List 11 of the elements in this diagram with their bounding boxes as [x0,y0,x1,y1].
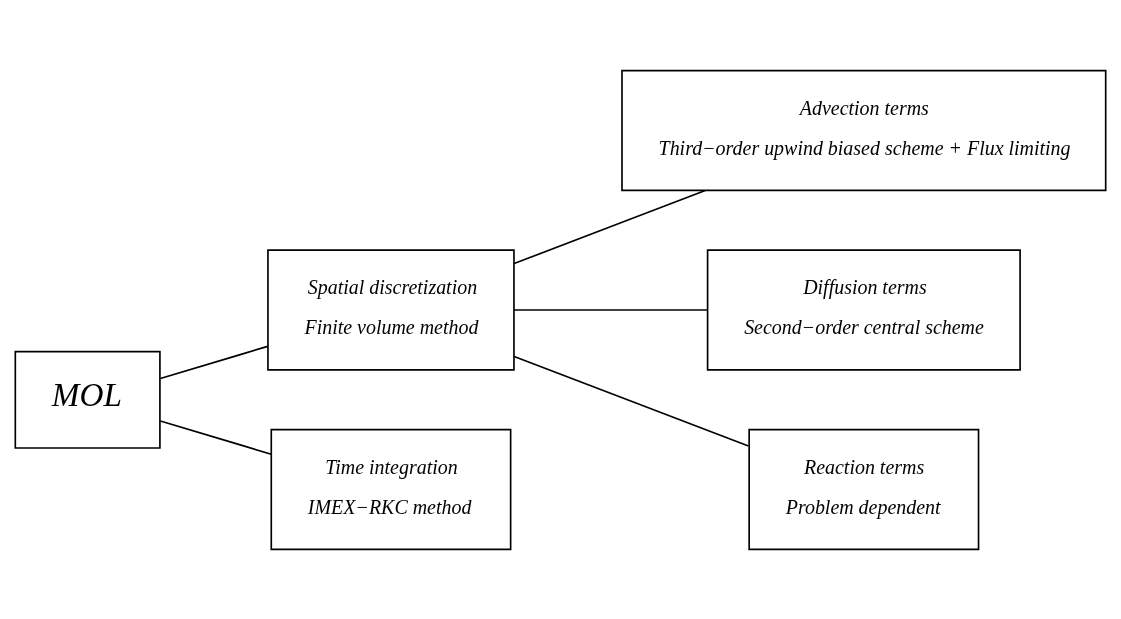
node-box: MOL [14,350,161,449]
connector [159,419,273,455]
connector [159,345,269,379]
node-box: Spatial discretization Finite volume method [267,248,515,371]
node-box: Diffusion terms Second−order central scheme [706,248,1021,371]
connector [513,355,750,447]
node-box: Time integration IMEX−RKC method [270,428,512,550]
connector [513,189,707,264]
node-box: Advection terms Third−order upwind biased scheme + Flux limiting [621,69,1107,191]
node-box: Reaction terms Problem dependent [748,428,980,550]
connector [513,308,709,311]
